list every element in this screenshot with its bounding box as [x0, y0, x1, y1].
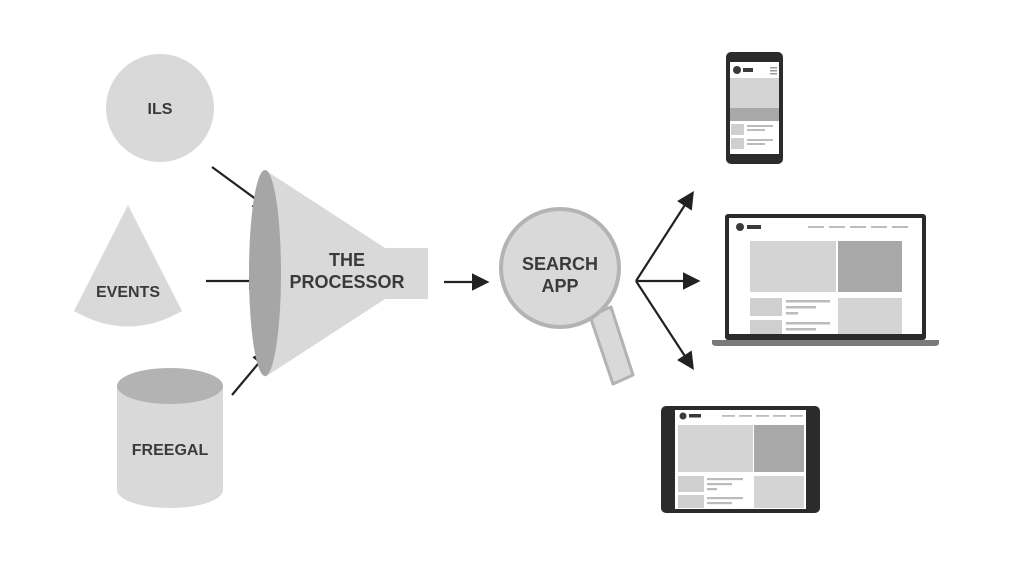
output-arrows: [635, 191, 701, 370]
processor-label-line2: PROCESSOR: [289, 272, 404, 292]
events-label: EVENTS: [96, 284, 160, 301]
freegal-cylinder-body: [117, 386, 223, 508]
processor-funnel: THE PROCESSOR: [249, 170, 428, 377]
freegal-cylinder-top: [117, 368, 223, 404]
tablet-icon: [661, 406, 820, 513]
arrow-to-phone: [635, 191, 694, 282]
freegal-source: FREEGAL: [117, 368, 223, 508]
funnel-icon: [265, 170, 428, 377]
freegal-label: FREEGAL: [132, 442, 209, 459]
magnifier-icon: [499, 207, 635, 386]
arrow-to-tablet: [635, 280, 694, 370]
phone-icon: [726, 52, 783, 164]
events-source: EVENTS: [74, 205, 182, 327]
funnel-rim: [249, 170, 281, 376]
search-app-label-line2: APP: [541, 276, 578, 296]
events-cone-shape: [74, 205, 182, 327]
ils-circle-shape: [106, 54, 214, 162]
ils-source: ILS: [106, 54, 214, 162]
ils-label: ILS: [148, 101, 173, 118]
laptop-icon: [712, 214, 939, 346]
search-app-label-line1: SEARCH: [522, 254, 598, 274]
processor-label-line1: THE: [329, 250, 365, 270]
search-app: SEARCH APP: [499, 207, 635, 386]
